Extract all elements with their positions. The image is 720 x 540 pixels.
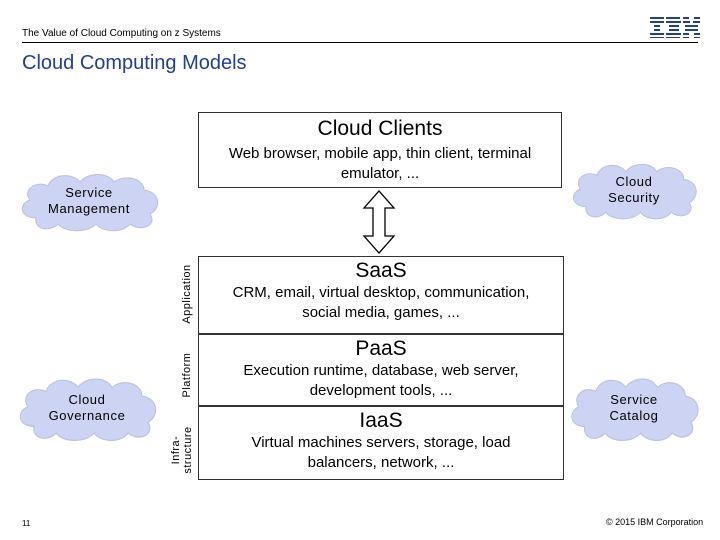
paas-layer: PaaS Execution runtime, database, web se… [199,335,563,407]
saas-title: SaaS [355,259,407,282]
cloud-shape-icon [571,378,699,441]
cloud-security-cloud: Cloud Security [566,158,702,222]
iaas-layer: IaaS Virtual machines servers, storage, … [199,407,563,479]
platform-side-label: Platform [181,352,193,398]
double-arrow-vertical-icon [362,190,396,254]
service-stack-box: SaaS CRM, email, virtual desktop, commun… [198,256,564,480]
cloud-clients-desc-line2: emulator, ... [340,165,420,182]
saas-desc-line1: CRM, email, virtual desktop, communicati… [232,284,530,301]
cloud-governance-line1: Cloud [68,392,106,407]
infrastructure-side-label-line2: structure [182,426,194,474]
copyright-notice: © 2015 IBM Corporation [606,517,704,527]
page-number: 11 [22,519,31,528]
cloud-clients-desc-line1: Web browser, mobile app, thin client, te… [228,145,532,162]
cloud-security-line2: Security [608,190,660,205]
saas-desc: CRM, email, virtual desktop, communicati… [209,283,553,323]
paas-desc-line1: Execution runtime, database, web server, [243,362,519,379]
header-title: The Value of Cloud Computing on z System… [22,28,221,39]
iaas-desc-line1: Virtual machines servers, storage, load [251,434,511,451]
header-divider [22,42,698,43]
iaas-title: IaaS [359,409,403,432]
cloud-shape-icon [21,174,159,232]
service-catalog-cloud: Service Catalog [564,372,704,444]
application-side-label: Application [181,264,193,324]
paas-title: PaaS [355,337,407,360]
service-catalog-line1: Service [610,392,658,407]
ibm-logo-icon [650,17,700,38]
saas-layer: SaaS CRM, email, virtual desktop, commun… [199,257,563,335]
service-management-line2: Management [48,201,130,216]
saas-desc-line2: social media, games, ... [302,304,460,321]
service-management-cloud: Service Management [14,168,164,234]
cloud-clients-box: Cloud Clients Web browser, mobile app, t… [198,112,562,188]
service-management-line1: Service [65,185,113,200]
infrastructure-side-label-line1: Infra- [170,435,182,465]
paas-desc-line2: development tools, ... [309,382,453,399]
cloud-clients-desc: Web browser, mobile app, thin client, te… [209,144,551,184]
cloud-shape-icon [573,163,697,220]
cloud-shape-icon [19,378,157,441]
infrastructure-side-label: Infra- structure [170,418,194,482]
cloud-governance-line2: Governance [48,408,126,423]
iaas-desc-line2: balancers, network, ... [307,454,455,471]
cloud-security-line1: Cloud [615,174,653,189]
service-catalog-line2: Catalog [609,408,659,423]
cloud-clients-title: Cloud Clients [317,117,443,140]
cloud-governance-cloud: Cloud Governance [12,372,162,444]
paas-desc: Execution runtime, database, web server,… [209,361,553,401]
page-title: Cloud Computing Models [22,52,247,74]
iaas-desc: Virtual machines servers, storage, load … [209,433,553,473]
